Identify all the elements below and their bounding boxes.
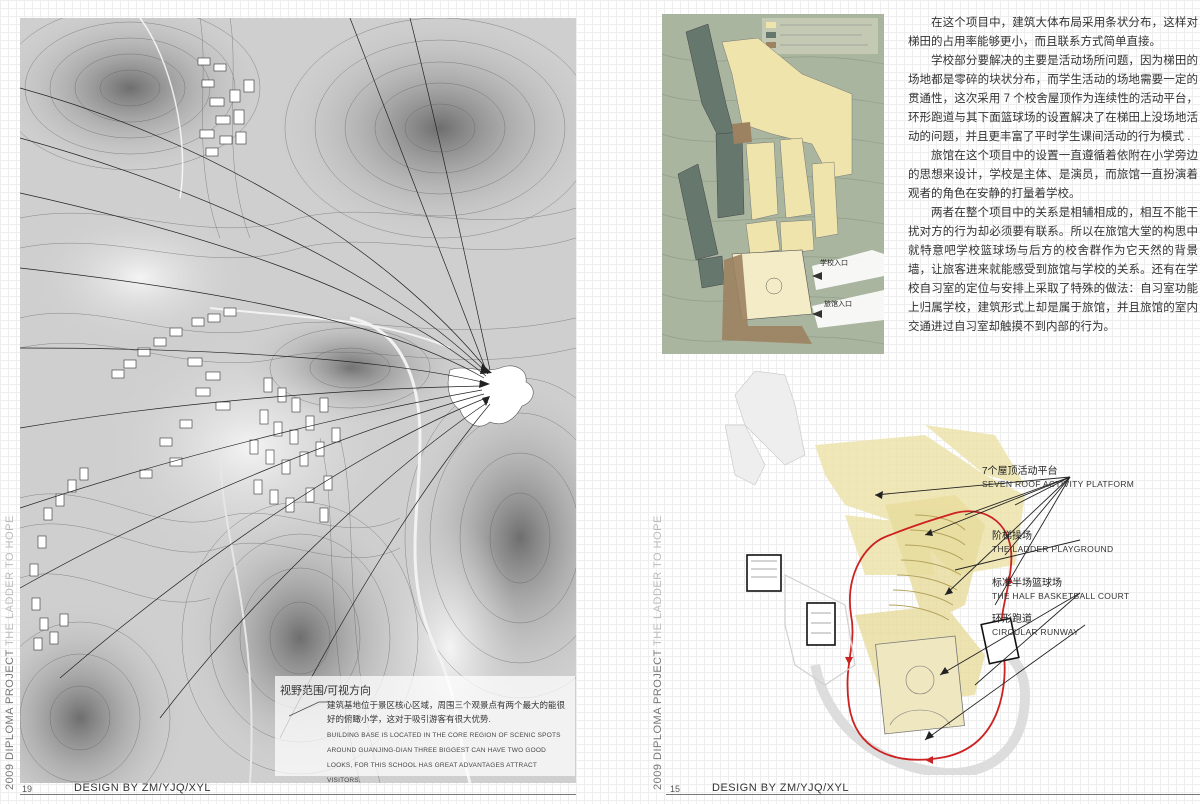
paragraph-1: 在这个项目中，建筑大体布局采用条状分布，这样对梯田的占用率能够更小，而且联系方式… (908, 17, 1198, 48)
terrain-view-map (20, 18, 576, 783)
right-page: 学校入口 旅馆入口 在这个项目中，建筑大体布局采用条状分布，这样对梯田的占用率能… (600, 0, 1200, 804)
paragraph-3: 旅馆在这个项目中的设置一直遵循着依附在小学旁边的思想来设计，学校是主体、是演员，… (908, 150, 1198, 200)
caption-text-en: BUILDING BASE IS LOCATED IN THE CORE REG… (327, 732, 561, 784)
school-entrance-label: 学校入口 (820, 260, 848, 267)
caption-pointer-line (289, 701, 329, 717)
right-footer-credit: DESIGN BY ZM/YJQ/XYL (712, 782, 849, 794)
paragraph-2: 学校部分要解决的主要是活动场所问题，因为梯田的场地都是零碎的块状分布，而学生活动… (908, 55, 1198, 143)
left-footer-rule (20, 794, 576, 795)
lake (447, 365, 534, 427)
right-page-number: 15 (670, 784, 681, 794)
path-zone (722, 254, 812, 344)
school-entrance-road (812, 250, 884, 290)
site-plan-legend (762, 18, 878, 54)
label-basketball-court-cn: 标准半场篮球场 (992, 578, 1062, 589)
left-page-number: 19 (22, 784, 33, 794)
map-caption: 视野范围/可视方向 建筑基地位于景区核心区域，周围三个观景点有两个最大的能很好的… (275, 676, 575, 784)
right-spine-label: 2009 DIPLOMA PROJECT THE LADDER TO HOPE (652, 515, 664, 790)
left-spine-year-project: 2009 DIPLOMA PROJECT (4, 649, 16, 790)
leader-lines (874, 476, 1086, 741)
left-page: 视野范围/可视方向 建筑基地位于景区核心区域，周围三个观景点有两个最大的能很好的… (0, 0, 600, 804)
circular-runway (846, 510, 1013, 761)
left-spine-project-name: THE LADDER TO HOPE (4, 515, 16, 647)
hotel-buildings (677, 23, 745, 289)
arrow-heads (479, 364, 492, 406)
description-text: 在这个项目中，建筑大体布局采用条状分布，这样对梯田的占用率能够更小，而且联系方式… (908, 14, 1198, 337)
caption-text-cn: 建筑基地位于景区核心区域，周围三个观景点有两个最大的能很好的俯瞰小学，这对于吸引… (327, 700, 566, 724)
roof-plan (724, 365, 1200, 779)
label-runway-en: CIRCULAR RUNWAY (992, 627, 1080, 637)
left-spine-label: 2009 DIPLOMA PROJECT THE LADDER TO HOPE (4, 515, 16, 790)
label-ladder-playground-cn: 阶梯操场 (992, 531, 1032, 542)
right-spine-year-project: 2009 DIPLOMA PROJECT (652, 649, 664, 790)
site-plan: 学校入口 旅馆入口 (662, 14, 884, 354)
contour-lines (20, 18, 576, 783)
half-basketball-court (875, 635, 965, 735)
left-footer-credit: DESIGN BY ZM/YJQ/XYL (74, 782, 211, 794)
paragraph-4: 两者在整个项目中的关系是相辅相成的，相互不能干扰对方的行为却必须要有联系。所以在… (908, 207, 1198, 333)
label-runway-cn: 环形跑道 (992, 614, 1032, 625)
label-roof-platform-en: SEVEN ROOF ACTIVITY PLATFORM (982, 479, 1135, 489)
right-footer-rule (666, 794, 1200, 795)
caption-title: 视野范围/可视方向 (280, 685, 372, 697)
village-buildings (29, 57, 341, 651)
hotel-entrance-label: 旅馆入口 (824, 301, 852, 308)
terrain-contour-map (20, 18, 576, 783)
school-buildings (721, 37, 853, 255)
right-spine-project-name: THE LADDER TO HOPE (652, 515, 664, 647)
ladder-terraces (888, 514, 966, 621)
roof-plan-drawing (724, 370, 1086, 779)
label-roof-platform-cn: 7个屋顶活动平台 (982, 466, 1058, 477)
site-plan-drawing (662, 14, 884, 354)
label-ladder-playground-en: THE LADDER PLAYGROUND (992, 544, 1114, 554)
hotel-entrance-road (812, 290, 884, 328)
label-basketball-court-en: THE HALF BASKETBALL COURT (992, 591, 1130, 601)
